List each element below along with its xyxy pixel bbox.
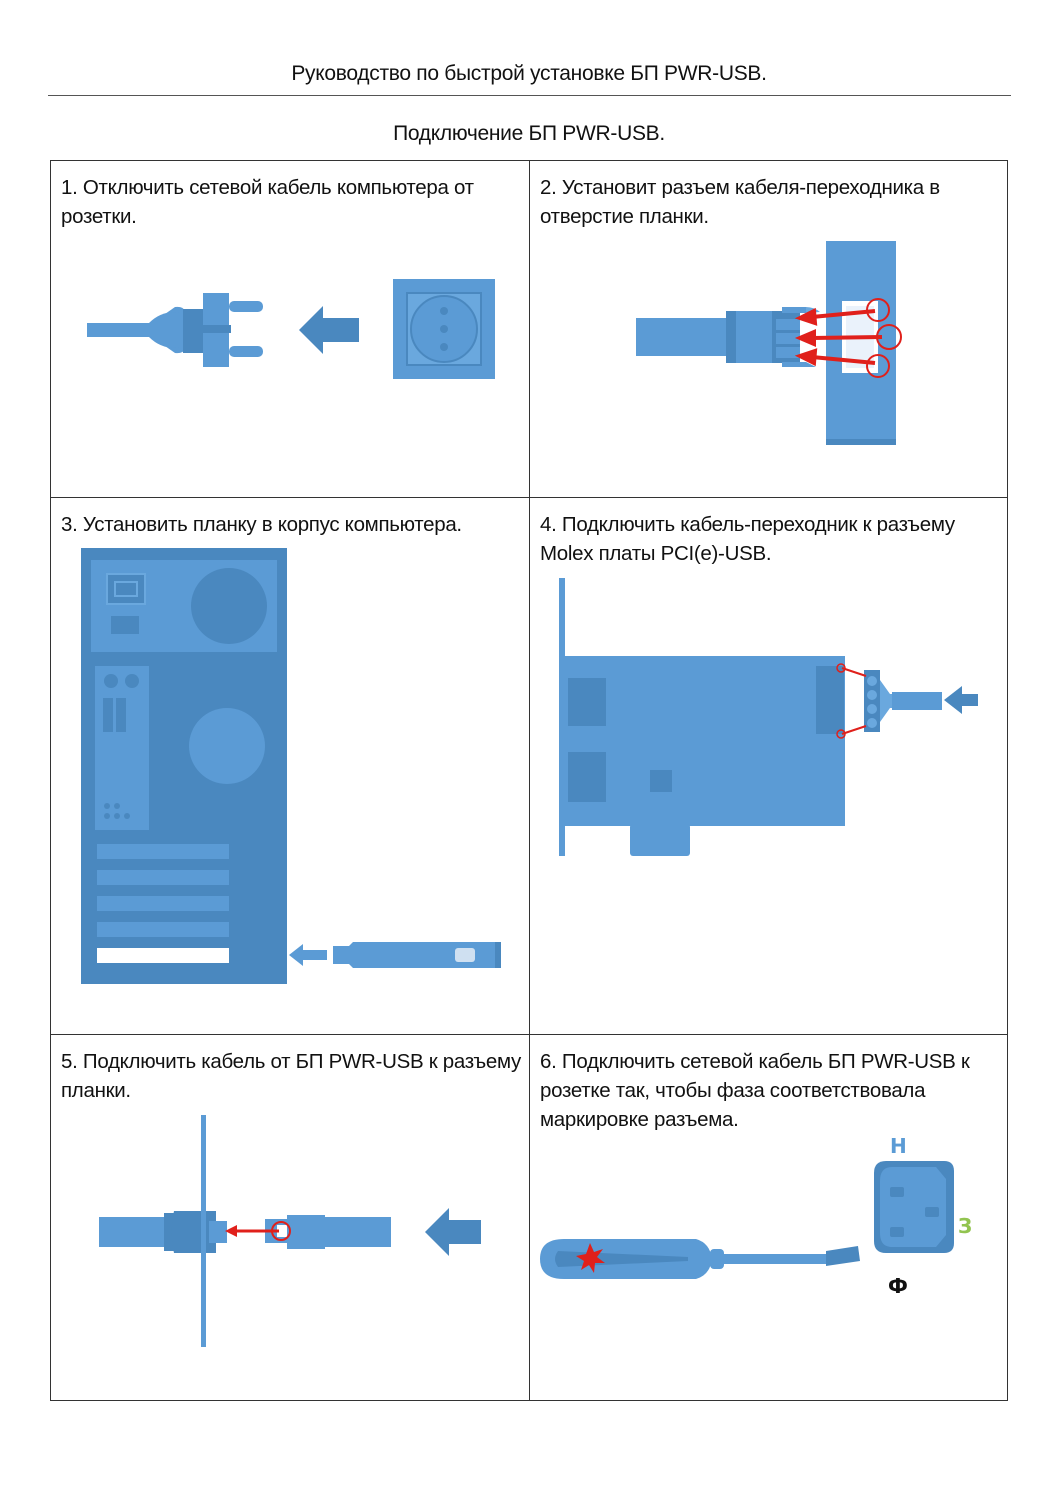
- phase-check-illustration: Н З Ф: [540, 1134, 972, 1298]
- pci-card: [565, 656, 845, 826]
- psu-to-bracket-illustration: [99, 1115, 481, 1347]
- phase-mark: Ф: [888, 1274, 908, 1298]
- arrow-left-icon: [944, 686, 978, 714]
- ground-mark: З: [958, 1214, 972, 1238]
- step-3-cell: 3. Установить планку в корпус компьютера…: [51, 498, 530, 1035]
- arrow-left-icon: [299, 306, 359, 354]
- document-title: Руководство по быстрой установке БП PWR-…: [291, 62, 767, 85]
- step-5-cell: 5. Подключить кабель от БП PWR-USB к раз…: [51, 1035, 530, 1400]
- insert-arrows-icon: [794, 307, 883, 367]
- step-3-text: 3. Установить планку в корпус компьютера…: [61, 513, 462, 536]
- step-2-text: 2. Установит разъем кабеля-переходника в…: [540, 176, 940, 228]
- step-4-cell: 4. Подключить кабель-переходник к разъем…: [530, 498, 1007, 1035]
- molex-socket: [816, 666, 844, 734]
- card-bracket: [559, 578, 565, 856]
- step-5-text: 5. Подключить кабель от БП PWR-USB к раз…: [61, 1050, 522, 1102]
- step-1-text: 1. Отключить сетевой кабель компьютера о…: [61, 176, 474, 228]
- indicator-spark-icon: [576, 1243, 605, 1273]
- unplug-illustration: [87, 279, 495, 379]
- title-divider: [48, 95, 1011, 96]
- empty-slot: [97, 948, 229, 963]
- pc-case-illustration: [81, 548, 501, 984]
- step-4-text: 4. Подключить кабель-переходник к разъем…: [540, 513, 955, 565]
- molex-plug: [864, 670, 880, 732]
- step-2-cell: 2. Установит разъем кабеля-переходника в…: [530, 161, 1007, 498]
- screwdriver: [540, 1239, 860, 1279]
- step-6-text: 6. Подключить сетевой кабель БП PWR-USB …: [540, 1050, 970, 1131]
- step-1-cell: 1. Отключить сетевой кабель компьютера о…: [51, 161, 530, 498]
- arrow-left-icon: [425, 1208, 481, 1256]
- arrow-left-icon: [289, 944, 327, 966]
- step-6-cell: 6. Подключить сетевой кабель БП PWR-USB …: [530, 1035, 1007, 1400]
- bracket-edge: [201, 1115, 206, 1347]
- outlet-socket-icon: [874, 1161, 954, 1253]
- insert-arrow-icon: [225, 1225, 237, 1237]
- instructions-grid: 1. Отключить сетевой кабель компьютера о…: [50, 160, 1008, 1401]
- neutral-mark: Н: [890, 1134, 907, 1158]
- adapter-to-bracket-illustration: [636, 241, 902, 445]
- section-title: Подключение БП PWR-USB.: [393, 122, 665, 145]
- pci-card-illustration: [559, 578, 978, 856]
